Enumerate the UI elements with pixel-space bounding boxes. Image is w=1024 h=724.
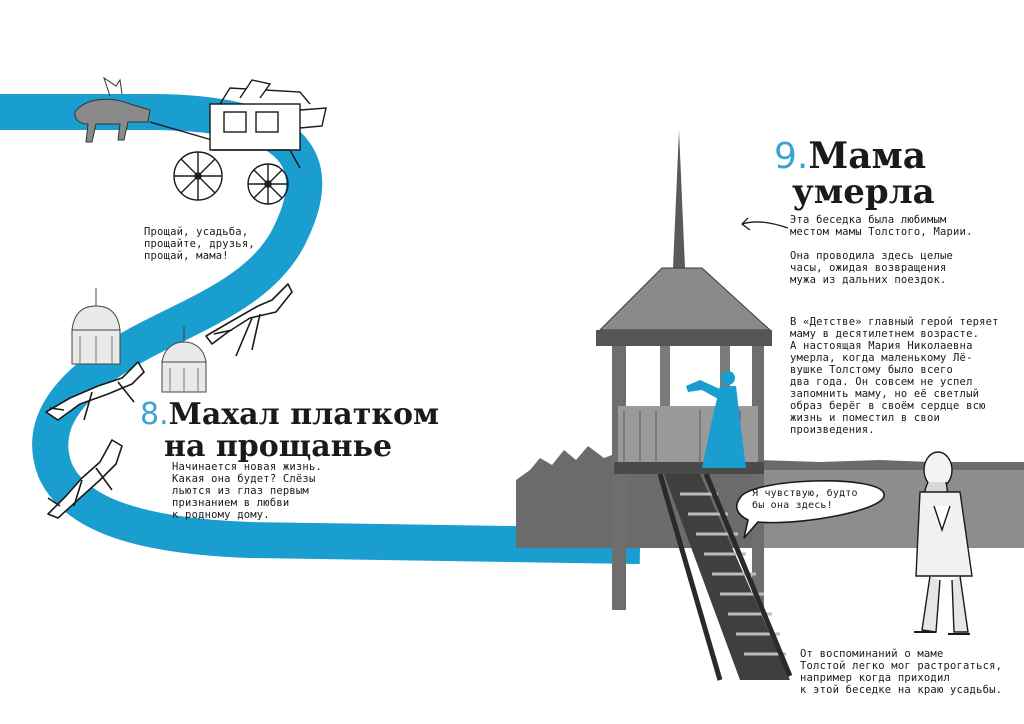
section-8-title: 8.Махал платком на прощанье [140,400,439,462]
gazebo-icon [71,288,207,393]
carriage-icon [149,79,327,205]
tolstoy-figure-icon [914,451,973,635]
speech-bubble [735,480,885,539]
section-9-number: 9. [774,136,809,177]
section-9-footer: От воспоминаний о маме Толстой легко мог… [800,648,1003,696]
river-path [0,94,641,564]
section-8-body: Начинается новая жизнь. Какая она будет?… [172,461,322,521]
section-8-title-line2: на прощанье [164,429,393,464]
section-9-para1: Эта беседка была любимым местом мамы Тол… [790,214,973,238]
section-8-title-line1: Махал платком [168,397,440,432]
mother-figure [686,371,746,468]
arrow-icon [741,217,789,231]
horse-icon [74,76,151,143]
section-8-number: 8. [140,397,169,432]
farewell-text: Прощай, усадьба, прощайте, друзья, проща… [144,226,255,262]
speech-text: Я чувствую, будто бы она здесь! [752,488,858,511]
section-9-para2: Она проводила здесь целые часы, ожидая в… [790,250,954,286]
dog-icon [45,283,293,519]
section-9-title: 9.Мама умерла [774,138,935,209]
section-9-title-line2: умерла [792,172,935,212]
main-gazebo [596,130,793,681]
section-9-title-line1: Мама [808,135,927,177]
section-9-para3: В «Детстве» главный герой теряет маму в … [790,316,999,436]
